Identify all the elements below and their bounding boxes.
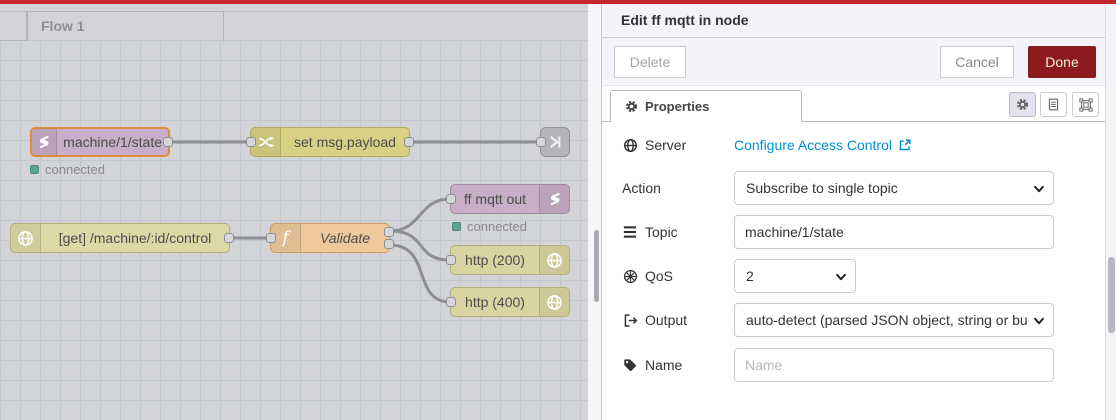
- server-label: Server: [622, 137, 734, 153]
- spoked-circle-icon: [622, 269, 638, 284]
- tab-stub: [0, 11, 27, 41]
- tab-properties[interactable]: Properties: [610, 90, 802, 122]
- node-change[interactable]: set msg.payload: [246, 127, 414, 157]
- qos-label: QoS: [622, 268, 734, 284]
- node-mqtt-in[interactable]: machine/1/state: [30, 127, 173, 157]
- node-mqtt-out[interactable]: ff mqtt out: [446, 184, 570, 214]
- function-icon: f: [271, 224, 301, 252]
- node-label: [get] /machine/:id/control: [58, 230, 212, 246]
- status-text: connected: [467, 219, 527, 234]
- node-status: connected: [452, 219, 527, 234]
- done-button[interactable]: Done: [1028, 45, 1096, 78]
- node-status: connected: [30, 162, 105, 177]
- node-label: Validate: [319, 230, 371, 246]
- name-input[interactable]: [734, 348, 1054, 382]
- globe-icon: [11, 224, 41, 252]
- configure-access-control-link[interactable]: Configure Access Control: [734, 137, 912, 153]
- input-port[interactable]: [536, 137, 546, 147]
- topic-label: Topic: [622, 224, 734, 240]
- output-port-2[interactable]: [384, 239, 394, 249]
- node-label: ff mqtt out: [464, 191, 526, 207]
- input-port[interactable]: [446, 255, 456, 265]
- edit-properties-button[interactable]: [1009, 92, 1036, 117]
- scrollbar-thumb[interactable]: [1108, 257, 1115, 333]
- node-appearance-button[interactable]: [1072, 92, 1099, 117]
- field-row-output: Output auto-detect (parsed JSON object, …: [622, 303, 1085, 337]
- tab-flow-1[interactable]: Flow 1: [27, 11, 224, 41]
- status-text: connected: [45, 162, 105, 177]
- globe-icon: [539, 246, 569, 274]
- chevron-down-icon: [1034, 317, 1044, 325]
- input-port[interactable]: [446, 297, 456, 307]
- panel-tab-bar: Properties: [602, 86, 1105, 122]
- node-label: set msg.payload: [294, 134, 396, 150]
- node-link-out[interactable]: [536, 127, 570, 157]
- edit-node-panel: Edit ff mqtt in node Delete Cancel Done …: [601, 4, 1105, 420]
- node-description-button[interactable]: [1040, 92, 1067, 117]
- gear-icon: [1016, 98, 1029, 111]
- tag-icon: [622, 358, 638, 372]
- chevron-down-icon: [836, 273, 846, 281]
- input-port[interactable]: [246, 137, 256, 147]
- node-function-validate[interactable]: f Validate: [266, 223, 394, 253]
- gear-icon: [625, 100, 638, 112]
- field-row-topic: Topic: [622, 215, 1085, 249]
- node-label: http (400): [465, 294, 525, 310]
- properties-form: Server Configure Access Control Action S…: [602, 122, 1105, 420]
- node-label: http (200): [465, 252, 525, 268]
- node-http-in[interactable]: [get] /machine/:id/control: [10, 223, 234, 253]
- link-out-arrow-icon: [550, 136, 561, 148]
- tab-bar-line: [0, 11, 588, 12]
- input-port[interactable]: [266, 233, 276, 243]
- external-link-icon: [899, 139, 911, 151]
- output-port[interactable]: [404, 137, 414, 147]
- output-select[interactable]: auto-detect (parsed JSON object, string …: [734, 303, 1054, 337]
- output-port[interactable]: [163, 137, 173, 147]
- panel-vertical-scrollbar[interactable]: [1105, 4, 1116, 420]
- frame-select-icon: [1078, 97, 1093, 112]
- sign-out-icon: [622, 313, 638, 328]
- shuffle-icon: [251, 128, 281, 156]
- node-http-response-200[interactable]: http (200): [446, 245, 570, 275]
- flow-canvas[interactable]: Flow 1 machine/1/state connecte: [0, 4, 588, 420]
- node-http-response-400[interactable]: http (400): [446, 287, 570, 317]
- globe-icon: [539, 288, 569, 316]
- canvas-vertical-scrollbar[interactable]: [588, 4, 601, 420]
- field-row-action: Action Subscribe to single topic: [622, 171, 1085, 205]
- topic-input[interactable]: [734, 215, 1054, 249]
- output-port-1[interactable]: [384, 227, 394, 237]
- field-row-name: Name: [622, 348, 1085, 382]
- chevron-down-icon: [1034, 185, 1044, 193]
- panel-action-bar: Delete Cancel Done: [602, 38, 1105, 86]
- name-label: Name: [622, 357, 734, 373]
- tab-label: Properties: [645, 98, 710, 114]
- scrollbar-thumb[interactable]: [594, 230, 599, 302]
- mqtt-bridge-icon: [32, 129, 58, 155]
- globe-icon: [622, 138, 638, 153]
- status-dot-icon: [452, 222, 461, 231]
- tasks-list-icon: [622, 225, 638, 239]
- top-accent-bar: [0, 0, 1116, 4]
- mqtt-bridge-icon: [539, 185, 569, 213]
- file-text-icon: [1048, 98, 1059, 111]
- action-label: Action: [622, 180, 661, 196]
- delete-button[interactable]: Delete: [614, 45, 686, 78]
- cancel-button[interactable]: Cancel: [940, 45, 1014, 78]
- output-port[interactable]: [224, 233, 234, 243]
- node-label: machine/1/state: [63, 134, 162, 150]
- input-port[interactable]: [446, 194, 456, 204]
- field-row-qos: QoS 2: [622, 259, 1085, 293]
- output-label: Output: [622, 312, 734, 328]
- panel-title: Edit ff mqtt in node: [602, 4, 1105, 38]
- field-row-server: Server Configure Access Control: [622, 130, 1085, 160]
- action-select[interactable]: Subscribe to single topic: [734, 171, 1054, 205]
- qos-select[interactable]: 2: [734, 259, 856, 293]
- status-dot-icon: [30, 165, 39, 174]
